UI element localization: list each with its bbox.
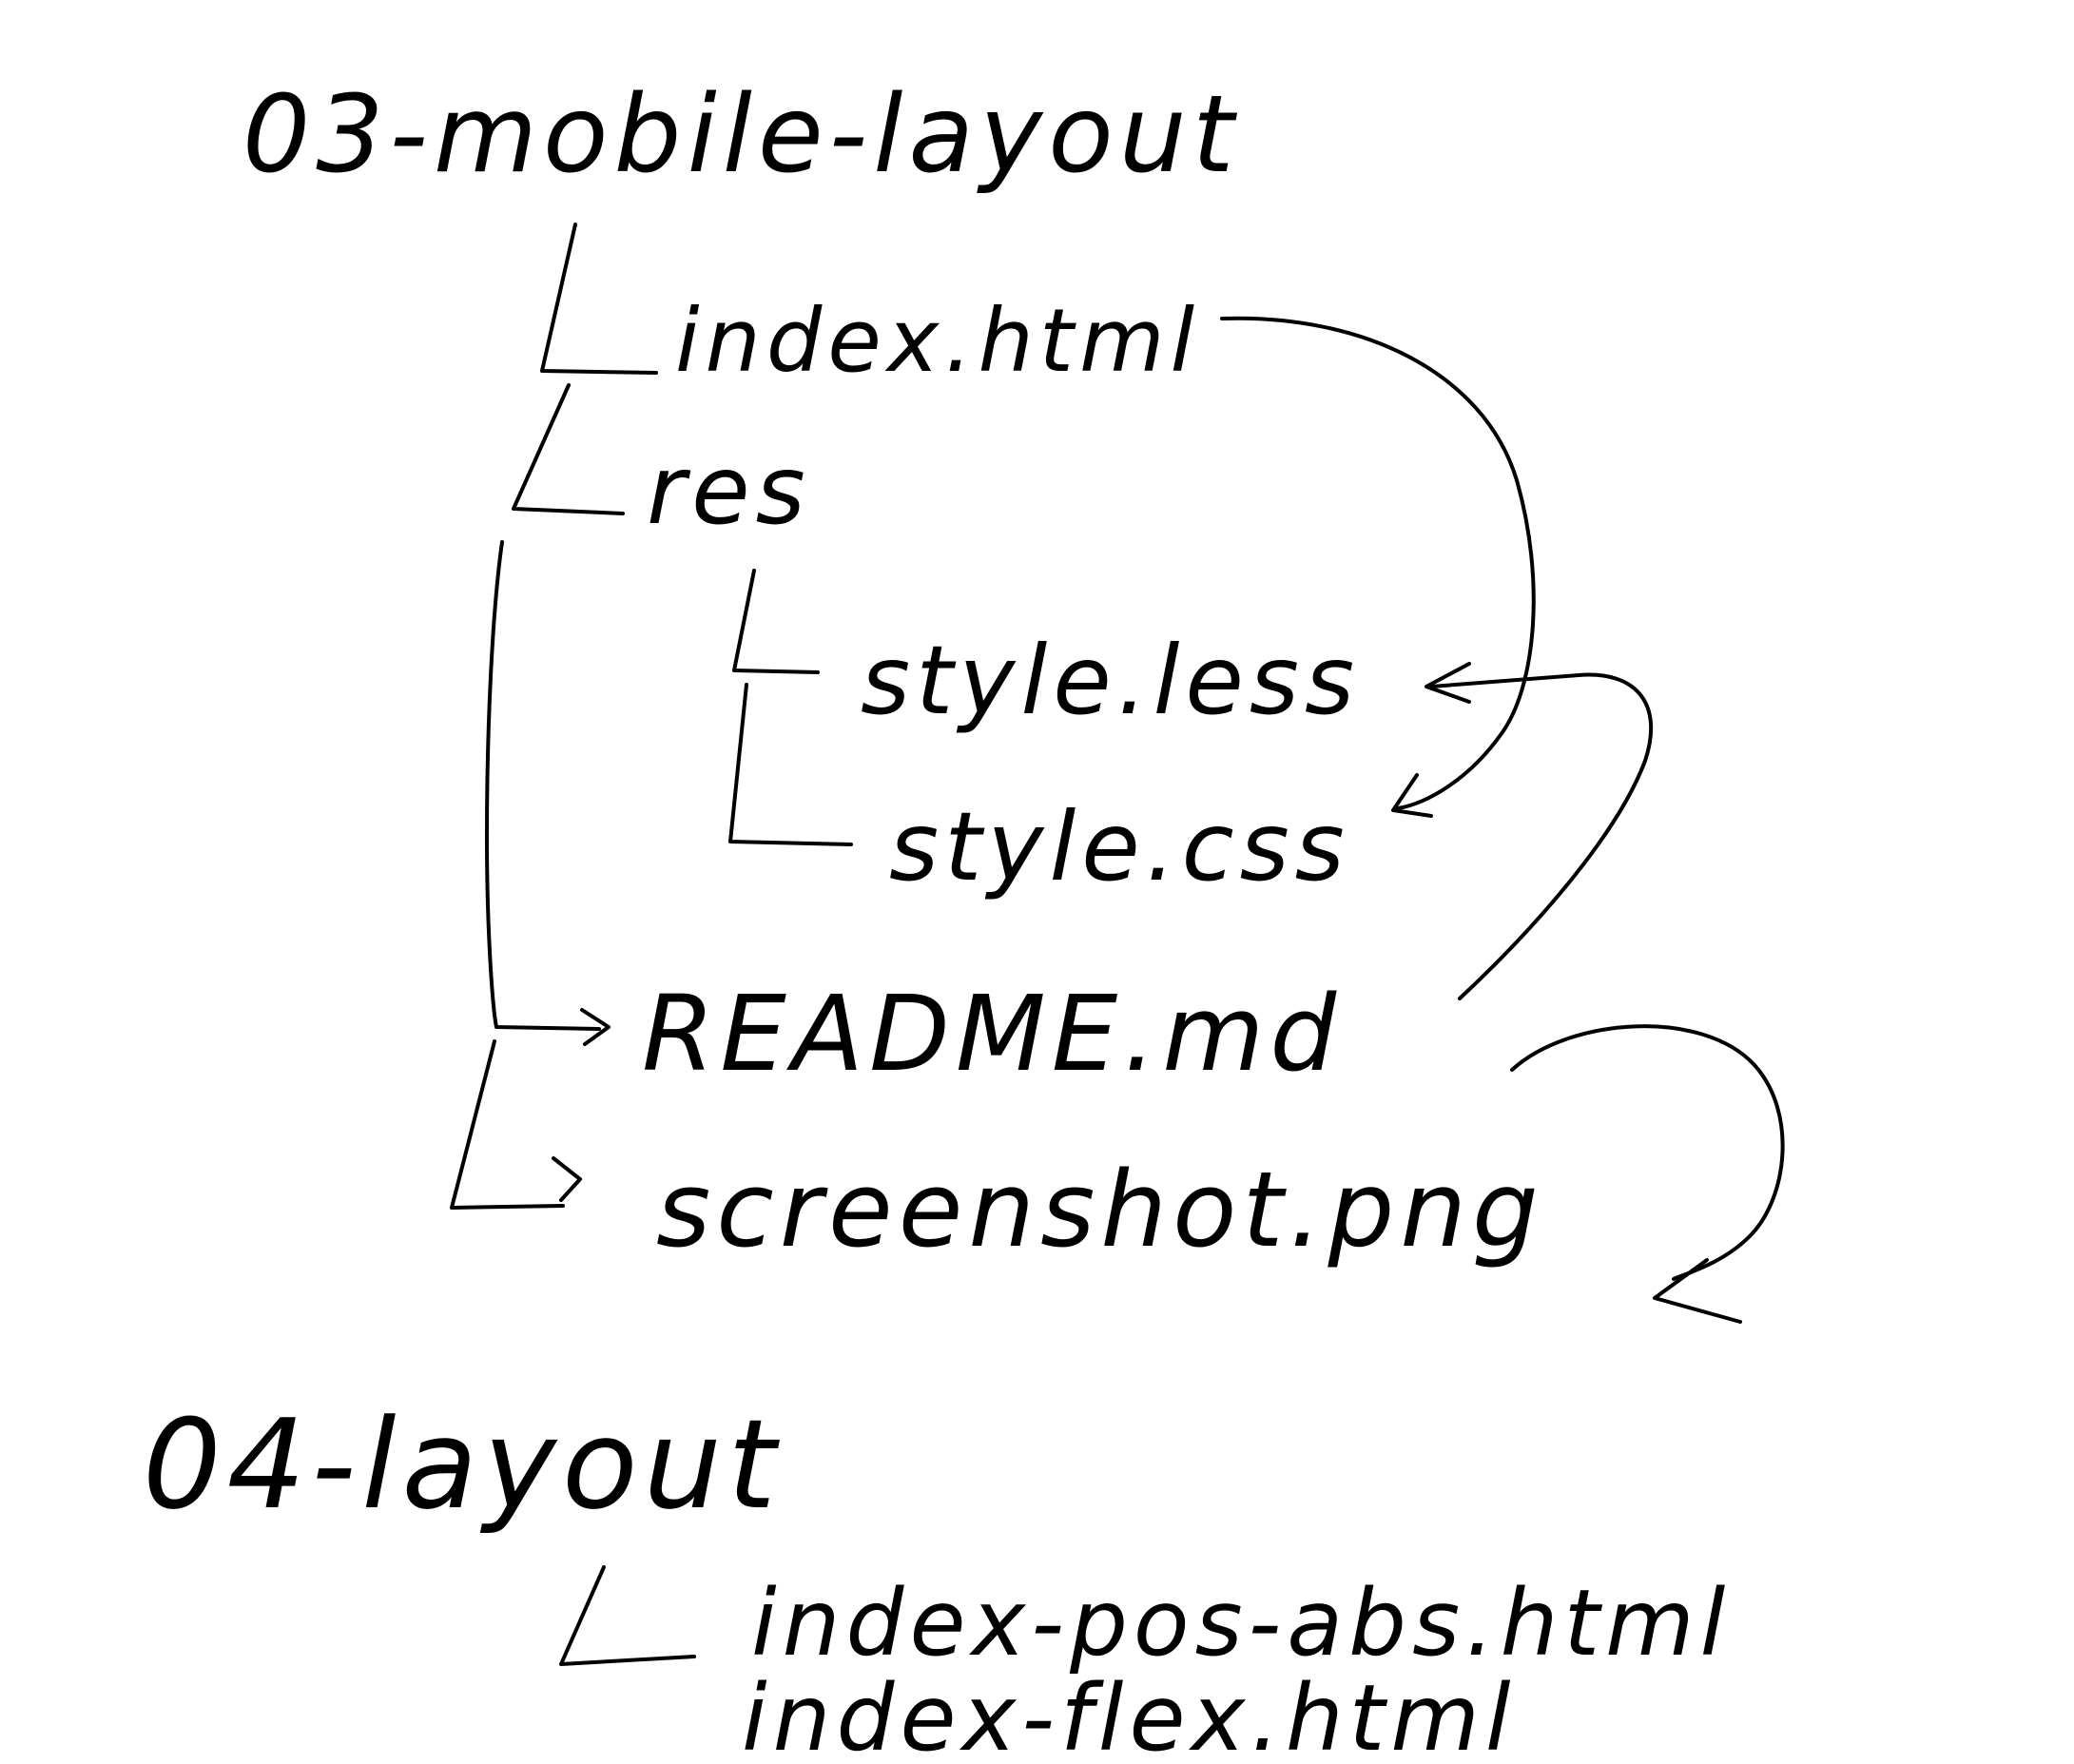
arrowhead-screenshot-icon bbox=[552, 1156, 582, 1202]
file-index-html-label: index.html bbox=[675, 290, 1200, 392]
arrowhead-readme-icon bbox=[580, 1008, 611, 1046]
arrowhead-style-less-icon bbox=[1425, 662, 1471, 704]
file-index-pos-abs-html-label: index-pos-abs.html bbox=[751, 1570, 1731, 1677]
arrowhead-screenshot-png-icon bbox=[1653, 1258, 1742, 1324]
tree-connector-index-pos-abs bbox=[559, 1565, 696, 1666]
tree-connector-readme bbox=[485, 540, 601, 1031]
tree-connector-style-less bbox=[732, 569, 820, 674]
tree-connector-index-html bbox=[540, 223, 658, 375]
file-index-flex-html-label: index-flex.html bbox=[742, 1665, 1517, 1764]
arrow-index-html-to-style-css bbox=[1220, 316, 1536, 810]
arrow-readme-to-style-less bbox=[1429, 672, 1654, 1000]
arrow-loop-to-screenshot-png bbox=[1510, 1024, 1785, 1281]
arrowhead-style-css-icon bbox=[1391, 773, 1433, 818]
folder-04-layout-label: 04-layout bbox=[143, 1392, 782, 1537]
folder-03-mobile-layout-label: 03-mobile-layout bbox=[242, 73, 1240, 197]
file-style-css-label: style.css bbox=[889, 791, 1350, 902]
file-screenshot-png-label: screenshot.png bbox=[656, 1149, 1544, 1270]
tree-connector-res bbox=[512, 383, 625, 515]
tree-connector-screenshot bbox=[450, 1039, 565, 1210]
file-readme-md-label: README.md bbox=[642, 973, 1342, 1095]
file-style-less-label: style.less bbox=[861, 625, 1360, 736]
folder-res-label: res bbox=[647, 435, 811, 546]
tree-connector-style-css bbox=[728, 683, 853, 846]
